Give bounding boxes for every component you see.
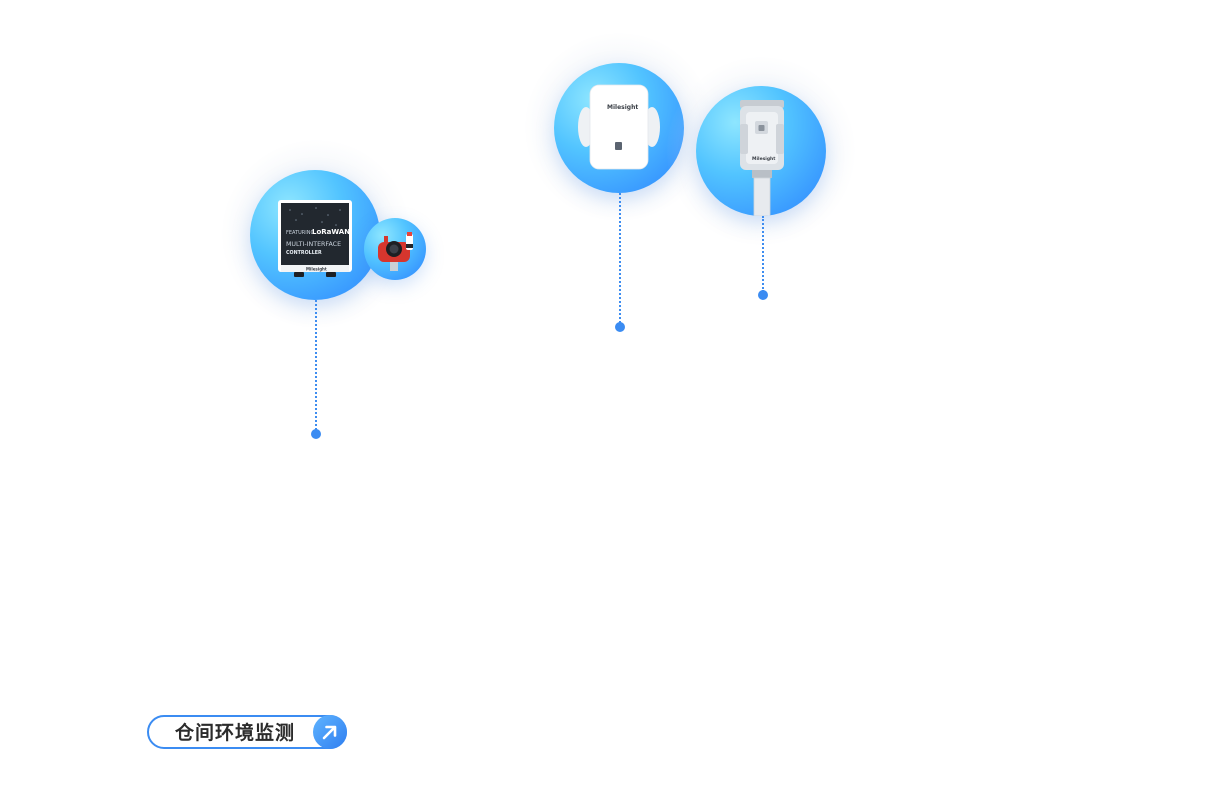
soil-sensor-bubble[interactable]: Milesight xyxy=(696,86,826,216)
ambience-sensor-bubble[interactable]: Milesight xyxy=(554,63,684,193)
ambience-connector-line xyxy=(619,193,621,323)
gas-detector-icon xyxy=(378,232,413,271)
controller-connector-dot xyxy=(311,429,321,439)
soil-sensor-icon: Milesight xyxy=(740,100,784,216)
category-button[interactable]: 仓间环境监测 xyxy=(147,715,347,749)
category-button-label: 仓间环境监测 xyxy=(175,722,296,744)
controller-featuring-text: FEATURING xyxy=(286,230,314,236)
gas-detector-bubble[interactable] xyxy=(364,218,426,280)
controller-brand-text: LoRaWAN xyxy=(312,228,350,236)
controller-bubble[interactable]: FEATURING LoRaWAN MULTI-INTERFACE CONTRO… xyxy=(250,170,380,300)
controller-line2-text: CONTROLLER xyxy=(286,250,322,256)
ambience-logo-text: Milesight xyxy=(607,104,638,111)
soil-logo-text: Milesight xyxy=(752,156,776,162)
arrow-up-right-icon[interactable] xyxy=(313,715,347,749)
controller-device-icon: FEATURING LoRaWAN MULTI-INTERFACE CONTRO… xyxy=(278,200,352,277)
soil-connector-dot xyxy=(758,290,768,300)
controller-maker-text: Milesight xyxy=(306,267,327,272)
ambience-connector-dot xyxy=(615,322,625,332)
controller-line1-text: MULTI-INTERFACE xyxy=(286,241,341,248)
controller-connector-line xyxy=(315,300,317,430)
soil-connector-line xyxy=(762,216,764,292)
ambience-sensor-icon: Milesight xyxy=(578,84,660,170)
